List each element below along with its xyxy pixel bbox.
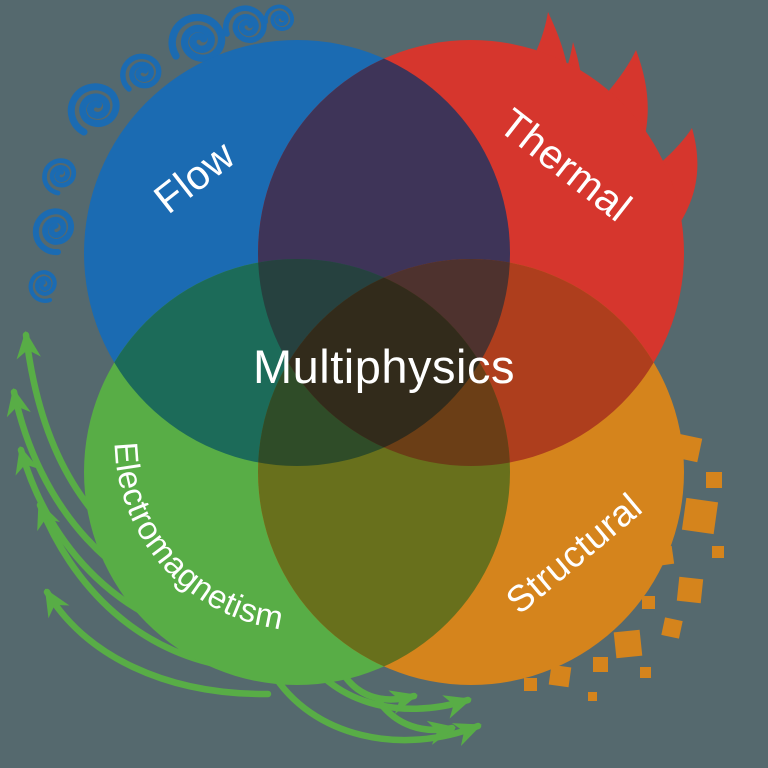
field-line-arrow-icon (43, 588, 272, 698)
overlap-center (258, 259, 510, 466)
square-fragment-icon (642, 596, 655, 609)
square-fragment-icon (712, 546, 724, 558)
venn-overlaps (84, 40, 684, 685)
square-fragment-icon (613, 629, 643, 659)
field-line-arrow-icon (374, 696, 457, 745)
square-fragment-icon (676, 576, 704, 604)
square-fragment-icon (640, 667, 651, 678)
square-fragment-icon (706, 472, 722, 488)
diagram-title: Multiphysics (253, 340, 515, 393)
square-fragment-icon (588, 692, 597, 701)
square-fragment-icon (548, 664, 572, 688)
square-fragment-icon (681, 497, 719, 535)
square-fragment-icon (593, 657, 608, 672)
square-fragment-icon (661, 617, 683, 639)
square-fragment-icon (524, 678, 537, 691)
